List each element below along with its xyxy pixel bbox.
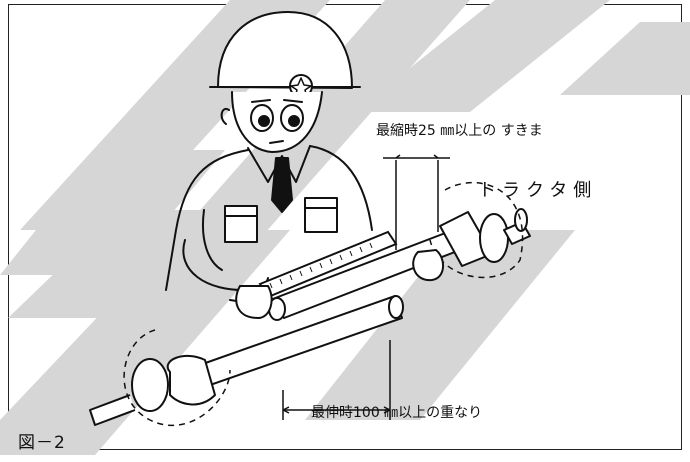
pto-shaft-upper: [268, 182, 531, 321]
tractor-side-label: トラクタ側: [478, 180, 598, 201]
min-clearance-label: 最縮時25 ㎜以上の すきま: [376, 123, 543, 139]
figure-caption: 図－2: [18, 433, 66, 453]
figure-frame: [8, 4, 682, 450]
worker-face: [231, 91, 323, 153]
dimension-lines: [282, 154, 450, 420]
pto-shaft-lower: [89, 295, 404, 427]
helmet-icon: [217, 11, 353, 89]
worker-hands: [235, 248, 444, 320]
max-overlap-label: 最伸時100 ㎜以上の重なり: [311, 405, 483, 421]
